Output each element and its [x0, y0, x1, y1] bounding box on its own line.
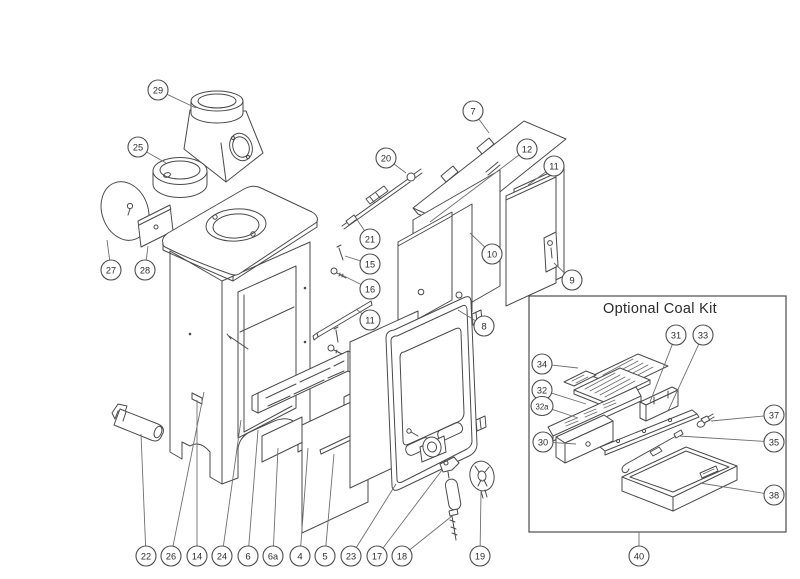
- callout-9: 9: [553, 262, 583, 291]
- callout-20: 20: [375, 147, 407, 174]
- svg-text:29: 29: [153, 85, 163, 95]
- svg-text:30: 30: [538, 437, 548, 447]
- callout-34: 34: [531, 353, 579, 375]
- fixing-bolt-part: [327, 267, 347, 355]
- callouts-coal-kit: 34 32 32a 31 33 37 30 35 38 40: [530, 324, 785, 567]
- coal-kit-box: Optional Coal Kit: [528, 295, 787, 533]
- air-control-wheel-part: [469, 460, 495, 499]
- svg-text:32: 32: [537, 385, 547, 395]
- svg-text:5: 5: [322, 551, 327, 562]
- coal-grate-part: [563, 353, 669, 407]
- callout-29: 29: [147, 79, 197, 109]
- svg-text:32a: 32a: [535, 402, 549, 411]
- callout-40: 40: [628, 532, 650, 567]
- side-liner-right-part: [505, 172, 557, 307]
- callout-28: 28: [134, 245, 156, 281]
- callout-11: 11: [527, 155, 565, 186]
- front-liner-panel-part: [397, 211, 453, 331]
- coal-kit-title: Optional Coal Kit: [603, 301, 717, 317]
- retainer-strip-part: [312, 300, 373, 341]
- callout-22: 22: [135, 433, 157, 567]
- svg-text:12: 12: [522, 144, 532, 154]
- flue-collar-part: [152, 157, 208, 198]
- callout-7: 7: [462, 100, 490, 134]
- callout-5: 5: [314, 453, 336, 567]
- svg-text:24: 24: [217, 551, 227, 561]
- svg-text:10: 10: [487, 249, 497, 259]
- callout-6: 6: [237, 429, 259, 567]
- callout-6a: 6a: [262, 447, 284, 567]
- callout-24: 24: [211, 419, 242, 567]
- svg-text:21: 21: [365, 234, 375, 244]
- svg-text:28: 28: [140, 265, 150, 275]
- riddling-rod-part: [341, 178, 411, 230]
- svg-text:40: 40: [634, 551, 644, 561]
- callout-15: 15: [344, 253, 381, 275]
- svg-text:4: 4: [297, 551, 303, 562]
- svg-text:33: 33: [698, 330, 708, 340]
- svg-text:34: 34: [537, 359, 547, 369]
- svg-text:27: 27: [106, 265, 116, 275]
- svg-text:35: 35: [769, 437, 779, 447]
- svg-text:6: 6: [245, 551, 250, 562]
- callout-32a: 32a: [530, 395, 579, 419]
- door-part: [385, 296, 487, 491]
- callout-35: 35: [678, 431, 785, 453]
- ash-lip-part: [261, 392, 353, 463]
- svg-text:18: 18: [397, 551, 407, 561]
- callout-27: 27: [100, 239, 122, 281]
- svg-text:9: 9: [569, 275, 574, 286]
- riddle-rod-part: [621, 429, 684, 474]
- svg-text:19: 19: [475, 551, 485, 561]
- svg-text:6a: 6a: [268, 551, 279, 561]
- svg-text:25: 25: [133, 142, 143, 152]
- svg-text:14: 14: [192, 551, 202, 561]
- callout-8: 8: [457, 309, 495, 337]
- svg-text:11: 11: [549, 161, 559, 171]
- svg-text:26: 26: [166, 551, 176, 561]
- callout-33: 33: [667, 324, 714, 412]
- front-plate-part: [555, 414, 614, 464]
- callout-10: 10: [469, 232, 503, 265]
- ash-pan-part: [621, 446, 738, 512]
- callouts-main: 29 25 27 28 20 7 12 11 21 15 16 11 10 9 8 22 26 14 24 6 6a 4 5…: [100, 79, 583, 567]
- svg-text:7: 7: [470, 106, 475, 117]
- liner-bracket-part: [543, 231, 559, 273]
- fixing-screw-part: [696, 413, 715, 428]
- svg-text:31: 31: [671, 330, 681, 340]
- callout-38: 38: [699, 482, 785, 506]
- callout-12: 12: [429, 138, 538, 223]
- callout-30: 30: [532, 431, 577, 453]
- callout-14: 14: [186, 400, 208, 567]
- fixing-pin-part: [333, 244, 344, 343]
- svg-text:23: 23: [346, 551, 356, 561]
- svg-text:15: 15: [365, 259, 375, 269]
- callout-11: 11: [355, 308, 381, 331]
- callout-17: 17: [366, 469, 443, 567]
- grate-carrier-part: [599, 386, 700, 456]
- callout-37: 37: [710, 404, 785, 426]
- callout-23: 23: [340, 483, 397, 567]
- svg-text:38: 38: [769, 490, 779, 500]
- rod-bolt-part: [406, 168, 423, 182]
- blanking-disc-part: [100, 181, 150, 241]
- callout-25: 25: [127, 136, 167, 164]
- door-handle-part: [444, 478, 462, 541]
- callout-31: 31: [649, 324, 687, 403]
- svg-text:16: 16: [365, 284, 375, 294]
- svg-text:20: 20: [381, 153, 391, 163]
- door-latch-part: [439, 456, 460, 479]
- svg-text:17: 17: [372, 551, 382, 561]
- callout-16: 16: [339, 273, 381, 300]
- callout-21: 21: [355, 217, 381, 250]
- callout-26: 26: [160, 391, 205, 567]
- svg-text:11: 11: [365, 315, 375, 325]
- operating-tool-part: [111, 403, 164, 442]
- callout-4: 4: [289, 447, 311, 567]
- callout-19: 19: [469, 491, 491, 567]
- svg-text:8: 8: [481, 321, 486, 332]
- callout-18: 18: [391, 515, 453, 567]
- svg-text:22: 22: [141, 551, 151, 561]
- svg-text:37: 37: [769, 410, 779, 420]
